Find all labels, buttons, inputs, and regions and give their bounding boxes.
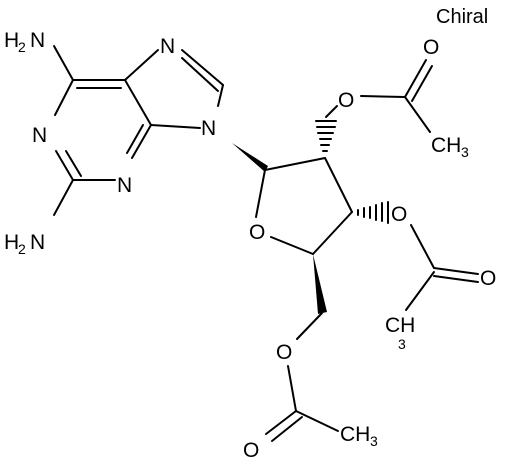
bond-c4-n3 — [131, 124, 152, 159]
bond-n9-c4 — [150, 124, 201, 129]
hash-c3-o — [357, 201, 389, 224]
methyl-top-sub: 3 — [461, 144, 469, 160]
atom-h-bottom: H — [4, 231, 19, 254]
wedge-n9-c1 — [232, 143, 268, 172]
atom-o-carbonyl-bottom: O — [243, 439, 259, 462]
methyl-top: CH — [431, 134, 461, 157]
atom-n9: N — [201, 117, 216, 140]
bond-c2-nh2 — [53, 179, 74, 216]
atom-o-carbonyl-middle: O — [480, 267, 496, 290]
atom-o-carbonyl-top: O — [423, 36, 439, 59]
atom-n7: N — [160, 35, 175, 58]
bond-c5-n7 — [124, 49, 159, 81]
bond-n7-c8 — [181, 49, 224, 86]
bond-c3-c4 — [312, 211, 353, 255]
atom-h-top-sub: 2 — [18, 39, 26, 55]
bond-o-c1 — [255, 169, 266, 218]
methyl-bottom-sub: 3 — [370, 433, 378, 449]
atom-n3: N — [117, 174, 132, 197]
bond-n1-c6 — [54, 79, 74, 116]
methyl-middle: CH — [385, 314, 415, 337]
atom-o-ring: O — [249, 221, 265, 244]
chiral-label: Chiral — [436, 6, 488, 28]
atom-h-top: H — [4, 29, 19, 52]
bond-c5-c4 — [124, 79, 152, 126]
bond-c2-o-to-o — [325, 105, 338, 118]
acetyl-bottom — [265, 312, 339, 442]
atom-o-c3: O — [391, 203, 407, 226]
atom-n1: N — [32, 124, 47, 147]
purine-bonds — [53, 45, 224, 216]
acetyl-top — [360, 59, 433, 133]
bond-c4-n3-double — [126, 124, 144, 154]
bond-c8-n9 — [217, 84, 224, 107]
methyl-middle-sub: 3 — [398, 336, 406, 352]
methyl-bottom: CH — [340, 423, 370, 446]
bond-c1-c2 — [264, 157, 326, 171]
ribose-bonds — [255, 157, 353, 255]
atom-n-bottom-amino: N — [30, 231, 45, 254]
bond-c2-c3 — [324, 157, 353, 213]
atom-o-c2: O — [338, 89, 354, 112]
wedge-c4-c5 — [313, 254, 327, 314]
bond-c4-o — [270, 236, 314, 255]
bond-c6-nh2 — [53, 45, 74, 81]
atom-n-top-amino: N — [30, 29, 45, 52]
atom-o-c5: O — [276, 341, 292, 364]
atom-h-bottom-sub: 2 — [18, 241, 26, 257]
bond-c2-n1 — [55, 150, 74, 181]
bond-n7-c8-double — [181, 57, 219, 92]
acetyl-middle — [405, 224, 479, 311]
bond-c2-n1-double — [65, 150, 82, 177]
hash-c2-o — [315, 120, 337, 152]
